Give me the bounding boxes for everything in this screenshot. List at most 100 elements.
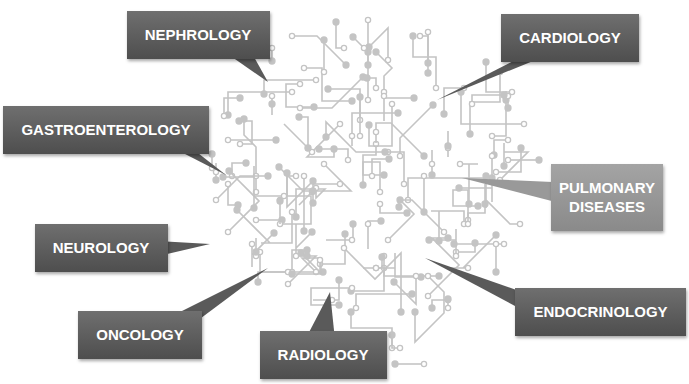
circuit-pad <box>373 265 378 270</box>
circuit-pad <box>297 81 302 86</box>
circuit-pad <box>321 69 326 74</box>
circuit-pad <box>465 221 470 226</box>
circuit-pad <box>413 273 418 278</box>
circuit-pad <box>493 232 499 238</box>
circuit-trace <box>431 211 464 241</box>
circuit-trace <box>344 248 401 312</box>
circuit-pad <box>289 33 294 38</box>
circuit-pad <box>289 271 295 277</box>
circuit-pad <box>261 91 267 97</box>
circuit-pad <box>336 302 342 308</box>
circuit-pad <box>269 58 275 64</box>
circuit-pad <box>421 153 427 159</box>
circuit-pad <box>467 131 473 137</box>
circuit-pad <box>421 209 427 215</box>
circuit-pad <box>378 218 384 224</box>
circuit-pad <box>445 143 451 149</box>
circuit-pad <box>304 247 310 253</box>
circuit-pad <box>483 173 489 179</box>
circuit-trace <box>400 200 444 232</box>
circuit-pad <box>317 257 322 262</box>
callout-label: NEPHROLOGY <box>145 25 252 45</box>
circuit-pad <box>421 173 426 178</box>
circuit-pad <box>421 361 426 366</box>
circuit-pad <box>373 49 379 55</box>
circuit-pad <box>401 181 406 186</box>
circuit-pad <box>396 204 402 210</box>
circuit-pad <box>349 237 354 242</box>
circuit-pad <box>410 33 416 39</box>
circuit-pad <box>213 177 219 183</box>
circuit-pad <box>234 207 240 213</box>
callout-box: CARDIOLOGY <box>501 14 639 62</box>
circuit-pad <box>301 65 306 70</box>
circuit-trace <box>303 176 305 231</box>
circuit-trace <box>363 162 384 192</box>
circuit-pad <box>269 101 275 107</box>
circuit-pad <box>395 110 401 116</box>
circuit-pad <box>365 62 371 68</box>
circuit-pad <box>493 169 498 174</box>
callout-label: RADIOLOGY <box>278 345 369 365</box>
circuit-pad <box>255 279 261 285</box>
circuit-trace <box>237 210 292 243</box>
circuit-trace <box>286 84 314 107</box>
circuit-pad <box>398 309 404 315</box>
callout-box: RADIOLOGY <box>260 331 387 379</box>
circuit-trace <box>264 80 316 94</box>
circuit-trace <box>429 229 456 256</box>
circuit-trace <box>384 96 414 121</box>
circuit-pad <box>305 145 311 151</box>
circuit-pad <box>453 253 458 258</box>
circuit-trace <box>413 36 436 88</box>
circuit-trace <box>495 244 497 272</box>
circuit-trace <box>216 176 268 200</box>
circuit-pad <box>436 273 442 279</box>
circuit-pad <box>309 229 315 235</box>
circuit-trace <box>460 164 478 204</box>
circuit-trace <box>352 113 398 146</box>
circuit-pad <box>505 105 511 111</box>
circuit-pad <box>304 253 310 259</box>
circuit-pad <box>366 122 372 128</box>
circuit-pad <box>469 101 474 106</box>
callout-label: ENDOCRINOLOGY <box>533 302 667 322</box>
circuit-trace <box>356 294 412 308</box>
circuit-pad <box>349 285 354 290</box>
circuit-pad <box>373 129 378 134</box>
circuit-pad <box>425 70 431 76</box>
circuit-trace <box>363 144 376 185</box>
circuit-trace <box>394 276 416 304</box>
circuit-trace <box>307 124 340 157</box>
circuit-trace <box>508 159 539 161</box>
circuit-trace <box>326 122 388 152</box>
circuit-pad <box>284 170 290 176</box>
circuit-pad <box>518 145 524 151</box>
circuit-trace <box>296 224 312 256</box>
circuit-pad <box>348 309 354 315</box>
circuit-pad <box>425 29 430 34</box>
circuit-pad <box>253 217 258 222</box>
circuit-pad <box>397 153 402 158</box>
circuit-trace <box>472 95 504 104</box>
circuit-pad <box>333 19 339 25</box>
callout-box: NEUROLOGY <box>35 224 168 272</box>
circuit-pad <box>365 221 370 226</box>
circuit-pad <box>365 97 370 102</box>
circuit-pad <box>285 281 290 286</box>
circuit-trace <box>388 199 414 240</box>
circuit-trace <box>326 224 353 240</box>
circuit-pad <box>357 94 363 100</box>
circuit-pad <box>377 189 382 194</box>
circuit-pad <box>429 172 435 178</box>
circuit-pad <box>536 157 542 163</box>
circuit-pad <box>385 237 390 242</box>
circuit-pad <box>425 293 430 298</box>
circuit-pad <box>349 133 354 138</box>
callout-label: GASTROENTEROLOGY <box>21 120 190 140</box>
circuit-pad <box>269 93 274 98</box>
callout-label: CARDIOLOGY <box>519 28 621 48</box>
circuit-pad <box>342 231 348 237</box>
circuit-pad <box>301 228 307 234</box>
circuit-trace <box>223 177 256 192</box>
